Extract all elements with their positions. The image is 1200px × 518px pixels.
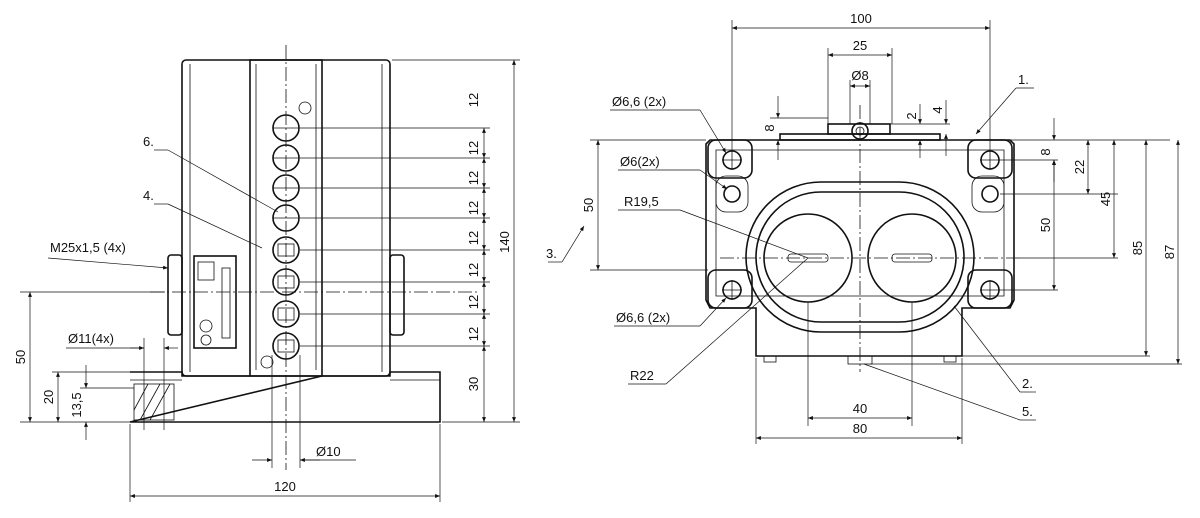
dim-spacing-label: 12 (466, 231, 481, 245)
callout-6: 6. (143, 134, 154, 149)
dim-spacing-label: 12 (466, 263, 481, 277)
pin-hole (723, 185, 741, 203)
label-text-strip (221, 267, 231, 339)
dim-spacing-label: 12 (466, 93, 481, 107)
corner-lobe (967, 269, 1013, 309)
dim-spacing-label: 12 (466, 171, 481, 185)
corner-lobe (707, 269, 753, 309)
front-view: 100 25 Ø8 8 2 4 Ø6,6 (2x) Ø6(2x) (546, 11, 1182, 444)
dim-8-right-label: 8 (1038, 148, 1053, 155)
dim-r22-label: R22 (630, 368, 654, 383)
dim-spacing-label: 12 (466, 201, 481, 215)
pin-hole (981, 185, 999, 203)
dim-50-left-label: 50 (581, 198, 596, 212)
dim-30-label: 30 (466, 377, 481, 391)
callout-1: 1. (1018, 72, 1029, 87)
dim-25-label: 25 (853, 38, 867, 53)
dim-120-label: 120 (274, 479, 296, 494)
top-actuator-base (827, 123, 891, 135)
ex-mark-icon (200, 334, 212, 346)
dim-dia-8-label: Ø8 (851, 68, 868, 83)
dim-hole-66-top-label: Ø6,6 (2x) (612, 94, 666, 109)
cable-gland-right (389, 254, 405, 336)
dim-hole-66-bottom-label: Ø6,6 (2x) (616, 310, 670, 325)
callout-5: 5. (1022, 404, 1033, 419)
label-plate (193, 255, 237, 349)
dim-20-label: 20 (41, 390, 56, 404)
dim-thread-label: M25x1,5 (4x) (50, 240, 126, 255)
dim-140-label: 140 (497, 231, 512, 253)
callout-3: 3. (546, 246, 557, 261)
base-plate (129, 371, 441, 423)
dim-4-label: 4 (930, 106, 945, 113)
dim-87-label: 87 (1162, 245, 1177, 259)
plunger (272, 236, 300, 264)
dim-80-label: 80 (853, 421, 867, 436)
dim-spacing-label: 12 (466, 295, 481, 309)
dim-45-label: 45 (1098, 192, 1113, 206)
side-view: 12 12 12 12 12 12 12 12 140 30 50 20 13,… (13, 45, 520, 502)
cable-gland-left (167, 254, 183, 336)
dim-13-5-label: 13,5 (69, 392, 84, 417)
dim-40-label: 40 (853, 401, 867, 416)
foot (763, 355, 777, 363)
dim-r19-5-label: R19,5 (624, 194, 659, 209)
label-symbol (197, 261, 215, 281)
dim-85-label: 85 (1130, 241, 1145, 255)
dim-22-label: 22 (1072, 160, 1087, 174)
screw-icon (260, 355, 274, 369)
dim-spacing-label: 12 (466, 327, 481, 341)
callout-2: 2. (1022, 376, 1033, 391)
dim-100-label: 100 (850, 11, 872, 26)
dim-50-left-label: 50 (13, 350, 28, 364)
dim-dia-10-label: Ø10 (316, 444, 341, 459)
dim-spacing-label: 12 (466, 141, 481, 155)
dim-50-right-label: 50 (1038, 218, 1053, 232)
screw-icon (298, 101, 312, 115)
dim-2-label: 2 (904, 112, 919, 119)
ce-mark-icon (199, 319, 213, 333)
dim-hole-6-label: Ø6(2x) (620, 154, 660, 169)
mounting-hole-section (133, 383, 175, 421)
callout-4: 4. (143, 188, 154, 203)
foot (943, 355, 957, 363)
corner-lobe (707, 139, 753, 179)
dim-8-top-label: 8 (762, 124, 777, 131)
dim-dia-11-label: Ø11(4x) (68, 331, 114, 346)
